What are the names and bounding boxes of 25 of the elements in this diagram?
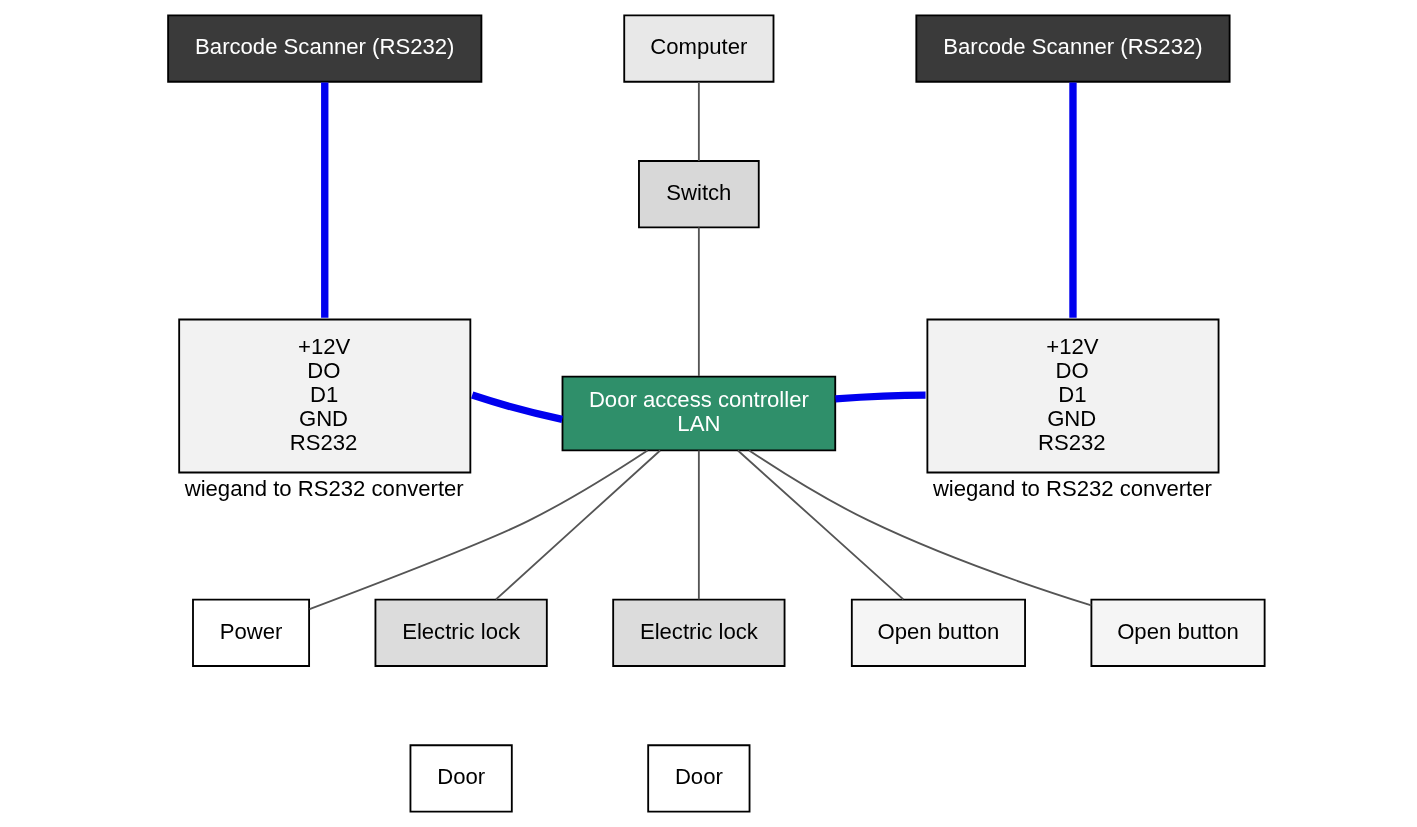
node-box: Open button — [850, 598, 1026, 667]
node-box: Computer — [622, 14, 774, 83]
node-box: Electric lock — [611, 598, 785, 667]
connector — [308, 449, 648, 610]
node-box: Barcode Scanner (RS232) — [914, 14, 1231, 83]
connector — [697, 449, 700, 601]
connector — [697, 81, 700, 162]
connector — [736, 449, 904, 601]
node-box: Door — [646, 744, 750, 813]
connector — [697, 226, 700, 377]
node-box: Barcode Scanner (RS232) — [166, 14, 482, 83]
node-box: Door — [409, 744, 513, 813]
node-box: Power — [191, 598, 310, 667]
connector — [494, 449, 661, 601]
connector — [320, 82, 328, 318]
node-label: wiegand to RS232 converter — [184, 475, 464, 501]
node-label: wiegand to RS232 converter — [932, 475, 1212, 501]
node-box: Open button — [1090, 598, 1266, 667]
connector — [747, 449, 1092, 607]
connector — [470, 391, 563, 423]
connector — [1068, 82, 1077, 318]
node-box: Electric lock — [374, 598, 548, 667]
connector — [834, 391, 926, 403]
node-box: Door access controller LAN — [561, 375, 836, 452]
node-box: Switch — [637, 160, 760, 229]
